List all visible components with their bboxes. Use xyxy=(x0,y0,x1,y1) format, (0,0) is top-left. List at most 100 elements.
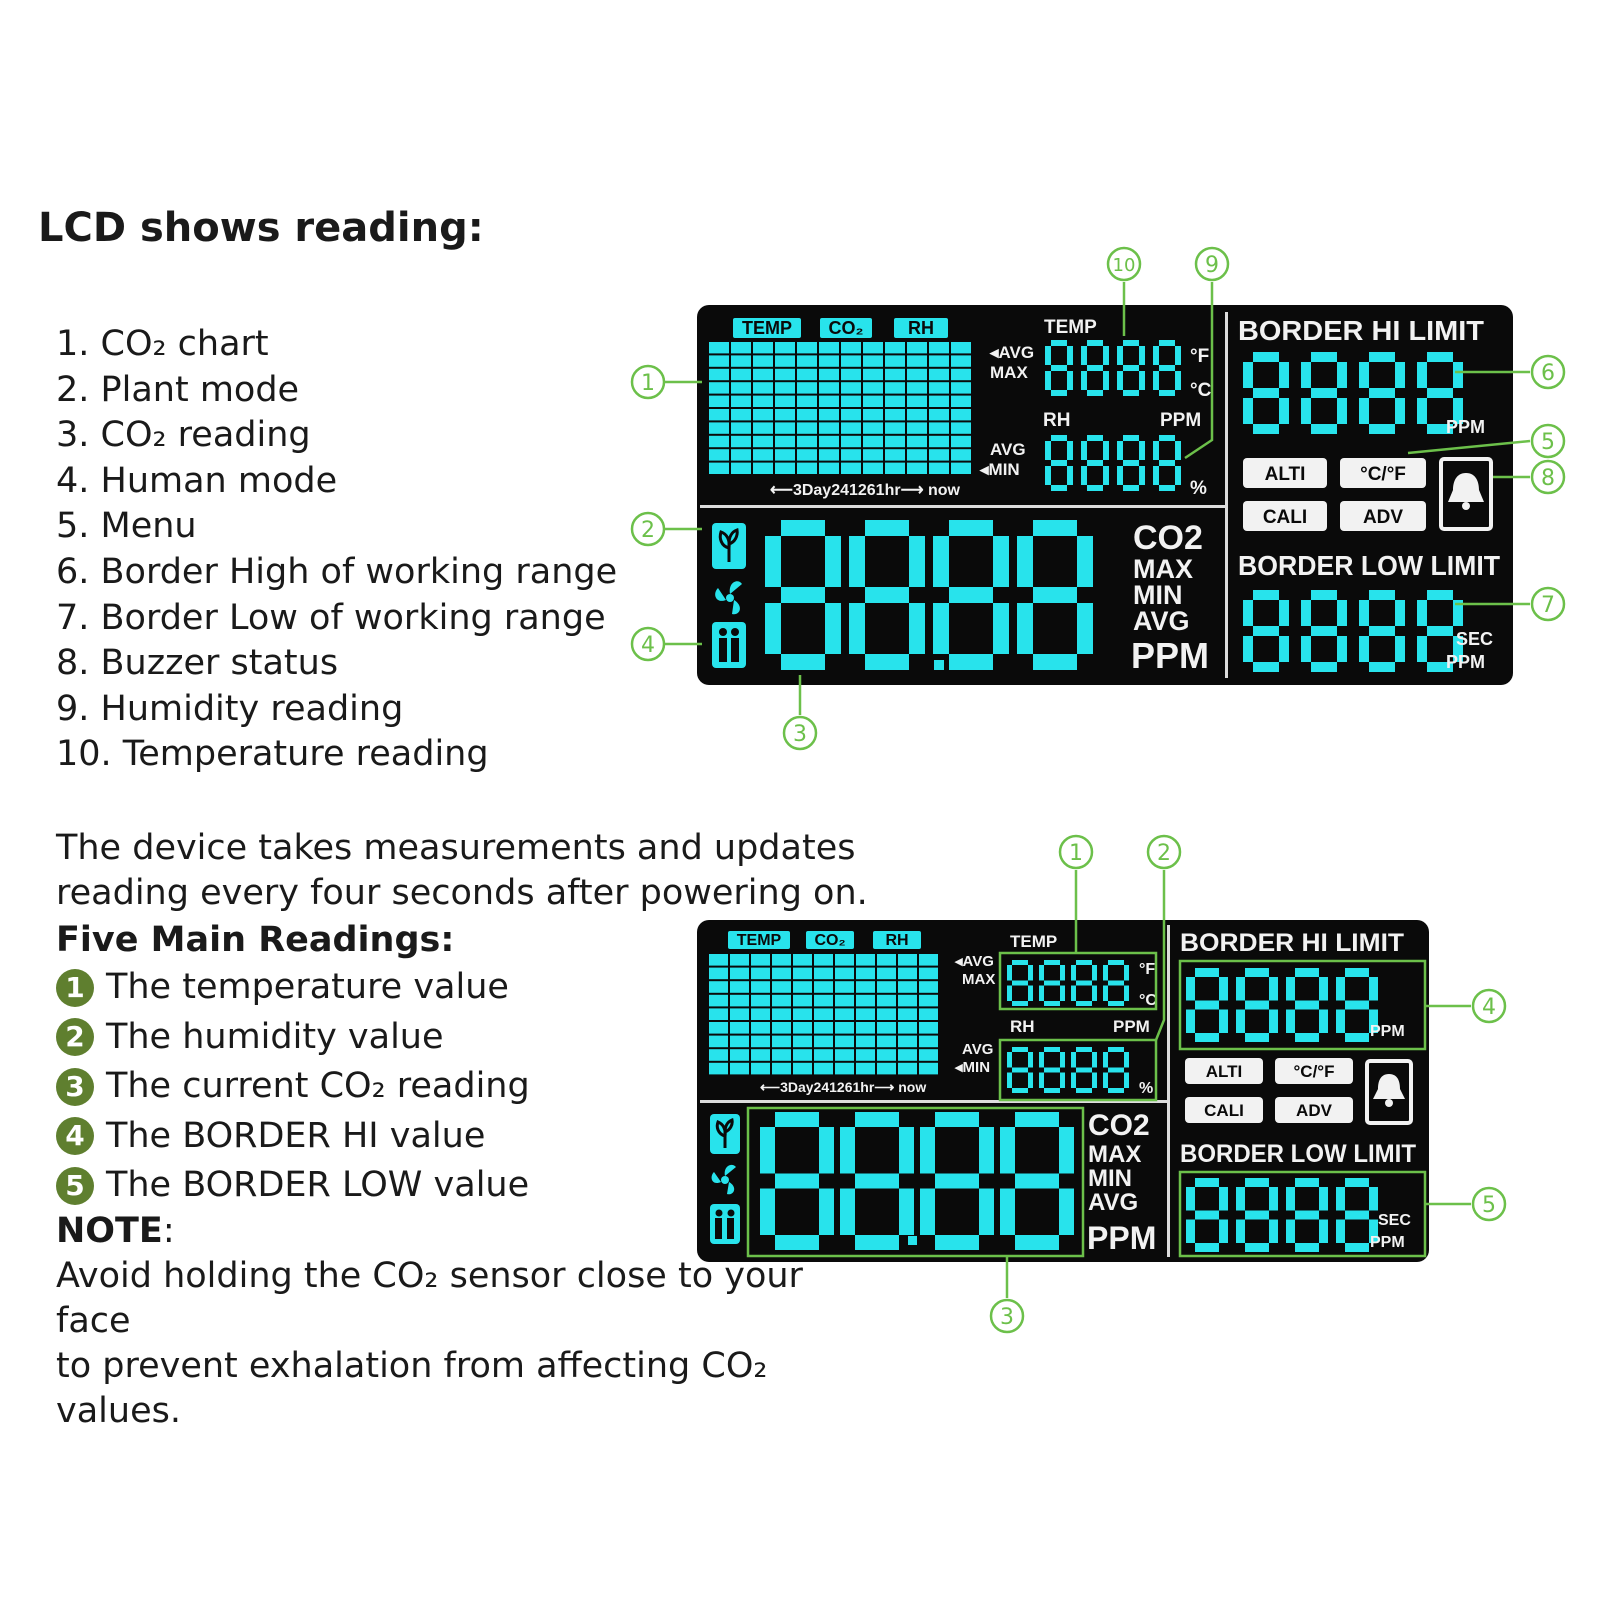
bell-icon xyxy=(1439,457,1493,531)
chart-cell xyxy=(793,954,812,966)
segment xyxy=(781,520,825,536)
chart-cell xyxy=(929,355,949,367)
segment xyxy=(1081,466,1087,485)
bell-icon xyxy=(1365,1059,1413,1125)
segment xyxy=(1076,1067,1092,1073)
segment xyxy=(775,1235,819,1250)
segment xyxy=(1336,977,1345,1001)
segment xyxy=(1159,340,1175,346)
segment xyxy=(1369,1219,1378,1243)
segment xyxy=(1245,1210,1269,1220)
chart-cell xyxy=(709,1022,728,1034)
alti-button[interactable] xyxy=(1243,458,1327,488)
alti-button-label: ALTI xyxy=(1265,464,1306,485)
segment xyxy=(1295,968,1319,977)
segment xyxy=(1336,1187,1345,1211)
chart-cell xyxy=(775,342,795,354)
segment xyxy=(1139,371,1145,390)
segment xyxy=(1139,466,1145,485)
legend-item: 5. Menu xyxy=(56,506,197,547)
chart-cell xyxy=(730,1049,749,1061)
chart-cell xyxy=(863,449,883,461)
chart-cell xyxy=(709,967,728,980)
segment xyxy=(1427,662,1453,672)
segment xyxy=(1028,1072,1033,1088)
segment xyxy=(1087,460,1103,466)
chart-cell xyxy=(919,1008,938,1020)
chart-cell xyxy=(709,422,729,434)
chart-cell xyxy=(863,355,883,367)
chart-cell xyxy=(929,409,949,421)
chart-cell xyxy=(951,395,971,407)
segment xyxy=(1243,362,1253,388)
adv-button-label: ADV xyxy=(1296,1101,1333,1120)
alti-button[interactable] xyxy=(1185,1058,1263,1084)
ppm-unit: PPM xyxy=(1087,1220,1156,1256)
chart-cell xyxy=(919,981,938,993)
segment xyxy=(1269,977,1278,1001)
segment xyxy=(1279,362,1289,388)
chart-cell xyxy=(898,1008,917,1020)
segment xyxy=(1039,985,1044,1001)
segment xyxy=(1243,636,1253,662)
segment xyxy=(1153,346,1159,365)
chart-cell xyxy=(885,355,905,367)
reading-text: The BORDER HI value xyxy=(106,1115,486,1156)
chart-cell xyxy=(819,449,839,461)
segment xyxy=(1103,441,1109,460)
tab-rh xyxy=(894,318,948,338)
segment xyxy=(1186,1009,1195,1033)
segment xyxy=(1295,1178,1319,1187)
chart-cell xyxy=(863,409,883,421)
segment xyxy=(1071,1052,1076,1068)
segment xyxy=(1139,346,1145,365)
segment xyxy=(1195,1210,1219,1220)
reading-number-badge: 4 xyxy=(56,1117,94,1156)
segment xyxy=(1039,1072,1044,1088)
adv-button[interactable] xyxy=(1340,501,1426,531)
highlight-box xyxy=(998,1038,1158,1102)
segment xyxy=(1087,390,1103,396)
segment xyxy=(1269,1009,1278,1033)
adv-button[interactable] xyxy=(1275,1097,1353,1123)
chart-cell xyxy=(841,462,861,474)
chart-cell xyxy=(709,355,729,367)
segment xyxy=(1236,1187,1245,1211)
segment xyxy=(1012,1088,1028,1093)
note-label: NOTE xyxy=(56,1210,163,1251)
segment xyxy=(1124,985,1129,1001)
segment xyxy=(909,536,925,587)
cali-button[interactable] xyxy=(1243,501,1327,531)
chart-cell xyxy=(772,1062,791,1075)
tab-temp-label: TEMP xyxy=(742,318,792,338)
segment xyxy=(1417,398,1427,424)
tab-temp xyxy=(733,318,801,338)
segment xyxy=(1028,965,1033,981)
chart-cell xyxy=(709,409,729,421)
chart-cell xyxy=(731,342,751,354)
segment xyxy=(1395,362,1405,388)
chart-cell xyxy=(907,435,927,448)
chart-cell xyxy=(919,1062,938,1075)
unit-toggle-button[interactable] xyxy=(1340,458,1426,488)
segment xyxy=(1369,352,1395,362)
segment xyxy=(1195,1243,1219,1252)
chart-cell xyxy=(753,342,773,354)
decimal-point xyxy=(908,1236,917,1245)
sec-label: SEC xyxy=(1378,1212,1411,1229)
segment xyxy=(1059,1188,1074,1235)
chart-cell xyxy=(877,1062,896,1075)
segment xyxy=(1236,1219,1245,1243)
legend-item: 7. Border Low of working range xyxy=(56,597,606,638)
segment xyxy=(1253,424,1279,434)
segment xyxy=(1319,1187,1328,1211)
legend-item: 8. Buzzer status xyxy=(56,643,339,684)
segment xyxy=(849,603,865,654)
unit-toggle-button[interactable] xyxy=(1275,1058,1353,1084)
lcd-panel-top: TEMP CO₂ RH ◂AVG MAX AVG ◂MIN ⟵3Day24126… xyxy=(697,305,1513,685)
cali-button[interactable] xyxy=(1185,1097,1263,1123)
page-heading: LCD shows reading: xyxy=(38,205,484,251)
chart-cell xyxy=(751,1022,770,1034)
chart-cell xyxy=(907,342,927,354)
fan-icon xyxy=(711,1164,736,1195)
